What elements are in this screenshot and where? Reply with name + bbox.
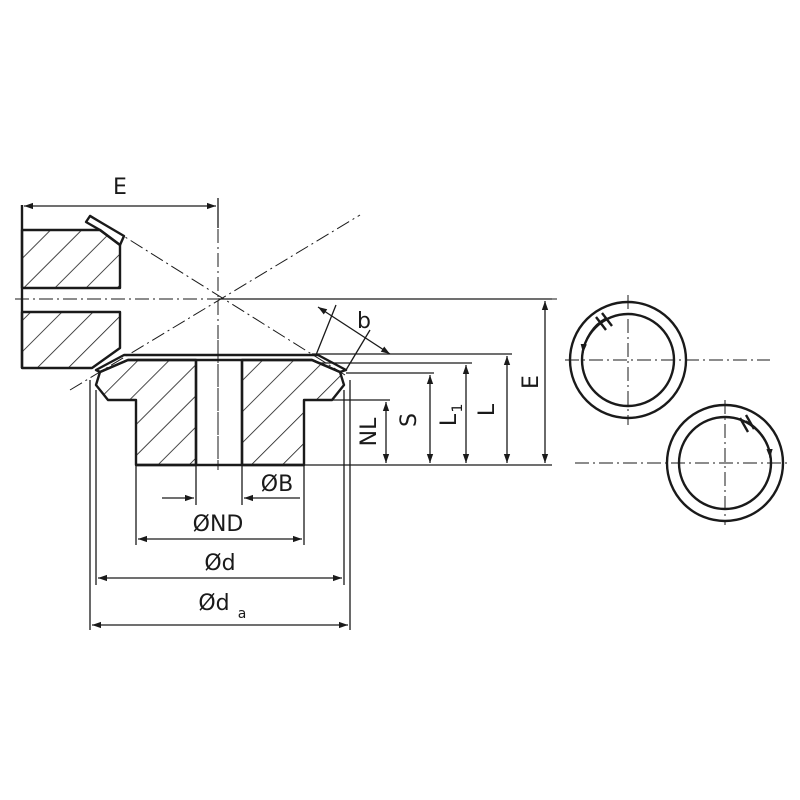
bottom-extension-lines [89,380,351,630]
label-NL: NL [357,417,382,446]
label-d: Ød [204,551,235,576]
label-da-subscript: a [238,606,247,622]
dim-L1: L 1 [437,365,470,463]
dim-S: S [397,375,434,463]
label-B: ØB [261,472,293,497]
rotation-view-upper [565,295,770,425]
gear-tooth-band [94,353,348,374]
label-S: S [397,413,422,427]
mating-gear-section [20,205,126,370]
dim-E-right: E [519,301,549,463]
mating-gear-lower-hatch [20,310,122,370]
dim-d: Ød [98,551,342,582]
mating-gear-upper-hatch [20,228,122,290]
label-ND: ØND [193,512,244,537]
label-b: b [357,309,371,334]
dim-E-top: E [21,175,219,228]
dim-L: L [475,356,511,463]
label-da: Ød [198,591,229,616]
label-E-top: E [113,175,127,200]
dim-ND: ØND [138,512,302,543]
label-E-right: E [519,375,544,389]
rotation-arrow-clockwise-icon [745,420,773,459]
rotation-view-lower [575,400,790,525]
dim-B: ØB [162,472,300,502]
rotation-arrow-counterclockwise-icon [580,317,607,354]
dim-da: Ød a [92,591,348,629]
gear-right-hatch [240,358,346,467]
label-L1-subscript: 1 [450,404,466,413]
bevel-gear-section [94,353,348,467]
label-L: L [475,403,500,416]
dim-NL: NL [357,402,390,463]
extension-lines-right [218,298,552,466]
label-L1: L [437,413,462,426]
mating-gear-tooth [84,214,126,247]
gear-left-hatch [94,358,198,467]
